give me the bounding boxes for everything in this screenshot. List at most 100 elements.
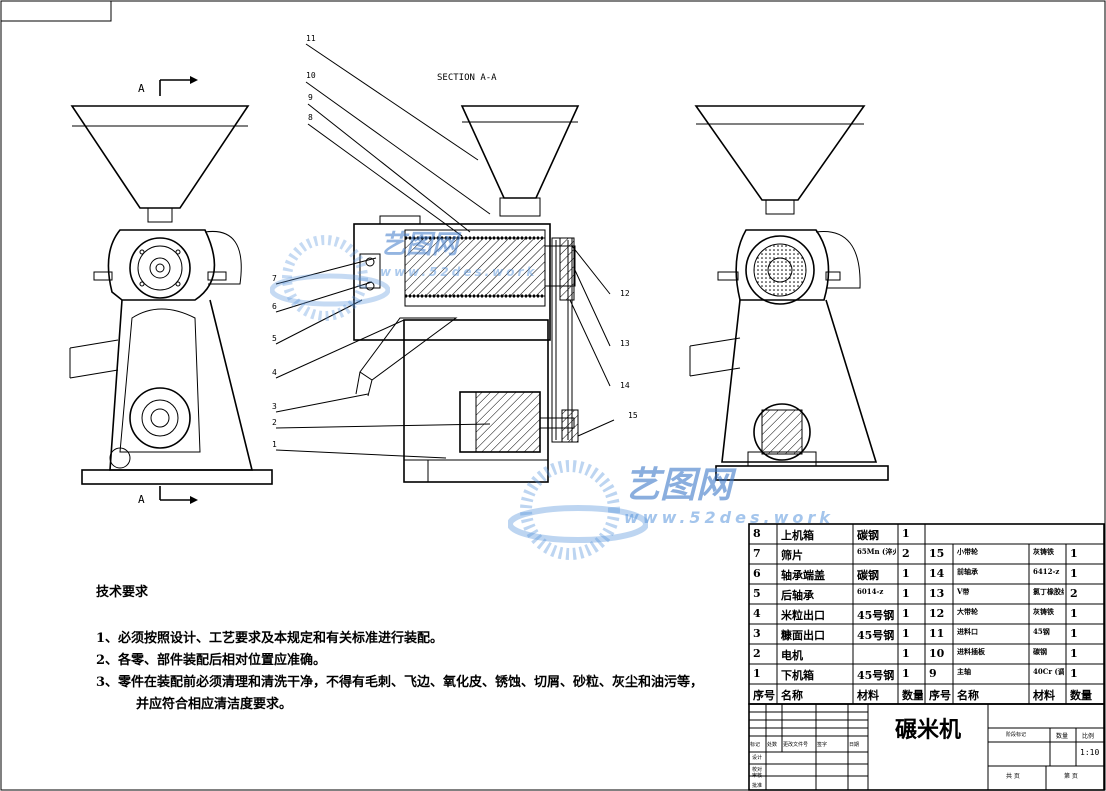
bom-cell-material: 40Cr (调质) <box>1033 667 1064 676</box>
watermark-text: 艺图网 <box>624 465 733 506</box>
bom-header-material: 材料 <box>1033 689 1055 702</box>
bom-cell-name: 主轴 <box>957 667 971 676</box>
callout-11: 11 <box>306 34 316 43</box>
callout-15: 15 <box>628 411 638 420</box>
bom-cell-name: 轴承端盖 <box>781 569 825 582</box>
sheet-total: 共 页 <box>1006 773 1020 780</box>
note-item: 3、零件在装配前必须清理和清洗干净，不得有毛刺、飞边、氧化皮、锈蚀、切屑、砂粒、… <box>96 675 704 690</box>
note-item: 并应符合相应清洁度要求。 <box>136 697 293 712</box>
bom-cell-no: 13 <box>929 587 945 600</box>
bom-cell-no: 11 <box>929 627 945 640</box>
callout-9: 9 <box>308 93 313 102</box>
bom-cell-name: V带 <box>957 587 970 596</box>
bom-cell-name: 进料插板 <box>957 647 985 656</box>
bom-cell-no: 6 <box>753 567 761 580</box>
bom-header-name: 名称 <box>957 689 979 702</box>
watermark-text: 艺图网 <box>380 230 459 260</box>
bom-cell-material: 6014-z <box>857 587 884 596</box>
bom-cell-qty: 1 <box>1070 647 1078 660</box>
bom-cell-no: 1 <box>753 667 761 680</box>
bom-cell-qty: 1 <box>902 667 910 680</box>
sign-row-label: 校对 <box>752 767 763 773</box>
bom-cell-name: 糠面出口 <box>781 629 825 642</box>
callout-14: 14 <box>620 381 630 390</box>
watermark-globe <box>270 235 390 321</box>
title-block <box>748 703 1105 791</box>
bom-cell-material: 45号钢 <box>857 609 895 622</box>
bom-cell-no: 12 <box>929 607 945 620</box>
bom-cell-material: 氯丁橡胶线绳 <box>1033 587 1064 596</box>
callout-12: 12 <box>620 289 630 298</box>
revision-label: 更改文件号 <box>783 742 809 748</box>
bom-cell-no: 7 <box>753 547 761 560</box>
bom-cell-no: 5 <box>753 587 761 600</box>
bom-cell-material: 45号钢 <box>857 629 895 642</box>
scale-label: 比例 <box>1082 733 1095 740</box>
bom-header-qty: 数量 <box>1070 689 1092 702</box>
scale-value: 1:10 <box>1080 748 1100 757</box>
callout-6: 6 <box>272 302 277 311</box>
bom-cell-no: 10 <box>929 647 945 660</box>
watermark: 艺图网 www.52des.work <box>380 224 537 280</box>
sign-row-label: 批准 <box>752 783 763 789</box>
sign-row-label: 设计 <box>752 755 763 761</box>
technical-notes: 技术要求 1、必须按照设计、工艺要求及本规定和有关标准进行装配。 2、各零、部件… <box>96 582 736 716</box>
note-item: 1、必须按照设计、工艺要求及本规定和有关标准进行装配。 <box>96 631 444 646</box>
bom-cell-qty: 1 <box>902 527 910 540</box>
section-title: SECTION A-A <box>437 73 497 83</box>
callout-8: 8 <box>308 113 313 122</box>
callout-13: 13 <box>620 339 630 348</box>
bom-cell-qty: 1 <box>902 647 910 660</box>
bom-cell-no: 3 <box>753 627 761 640</box>
callout-1: 1 <box>272 440 277 449</box>
sheet-number: 第 页 <box>1064 773 1078 780</box>
bom-cell-no: 2 <box>753 647 761 660</box>
drawing-title: 碾米机 <box>895 717 962 743</box>
bom-cell-name: 小带轮 <box>957 547 978 556</box>
bom-cell-qty: 1 <box>1070 567 1078 580</box>
left-view <box>69 76 273 504</box>
bom-cell-no: 14 <box>929 567 945 580</box>
revision-label: 签字 <box>817 742 828 748</box>
bom-cell-no: 15 <box>929 547 945 560</box>
bom-cell-name: 下机箱 <box>781 669 814 682</box>
bom-cell-material: 6412-z <box>1033 567 1060 576</box>
bom-table <box>748 523 1105 705</box>
bom-cell-name: 大带轮 <box>957 607 978 616</box>
bom-cell-material: 45号钢 <box>857 669 895 682</box>
bom-cell-qty: 1 <box>902 587 910 600</box>
bom-cell-name: 筛片 <box>781 549 803 562</box>
bom-cell-material: 灰铸铁 <box>1033 607 1054 616</box>
bom-cell-qty: 1 <box>1070 667 1078 680</box>
corner-box <box>0 0 112 22</box>
callout-leaders <box>275 43 615 459</box>
watermark-globe <box>508 460 648 560</box>
note-item: 2、各零、部件装配后相对位置应准确。 <box>96 653 327 668</box>
bom-cell-qty: 1 <box>1070 627 1078 640</box>
callout-10: 10 <box>306 71 316 80</box>
callout-5: 5 <box>272 334 277 343</box>
watermark-url: www.52des.work <box>624 508 834 527</box>
bom-header-qty: 数量 <box>902 689 923 702</box>
bom-header-no: 序号 <box>753 689 775 702</box>
bom-cell-material: 碳钢 <box>857 569 879 582</box>
bom-cell-qty: 2 <box>902 547 910 560</box>
bom-header-name: 名称 <box>781 689 803 702</box>
watermark-url: www.52des.work <box>380 265 538 279</box>
bom-cell-name: 上机箱 <box>781 529 814 542</box>
bom-cell-name: 后轴承 <box>781 589 814 602</box>
bom-cell-qty: 1 <box>902 627 910 640</box>
bom-header-material: 材料 <box>857 689 879 702</box>
watermark: 艺图网 www.52des.work <box>624 456 834 527</box>
bom-cell-name: 进料口 <box>957 627 978 636</box>
callout-labels: 11 10 9 8 7 6 5 4 3 2 1 12 13 14 15 <box>272 34 638 449</box>
bom-cell-name: 前轴承 <box>957 567 978 576</box>
bom-cell-name: 电机 <box>781 649 803 662</box>
section-view <box>353 105 580 483</box>
bom-cell-qty: 2 <box>1070 587 1078 600</box>
bom-cell-material: 碳钢 <box>857 529 879 542</box>
bom-cell-material: 碳钢 <box>1033 647 1047 656</box>
bom-cell-no: 4 <box>753 607 761 620</box>
revision-label: 日期 <box>849 742 860 748</box>
